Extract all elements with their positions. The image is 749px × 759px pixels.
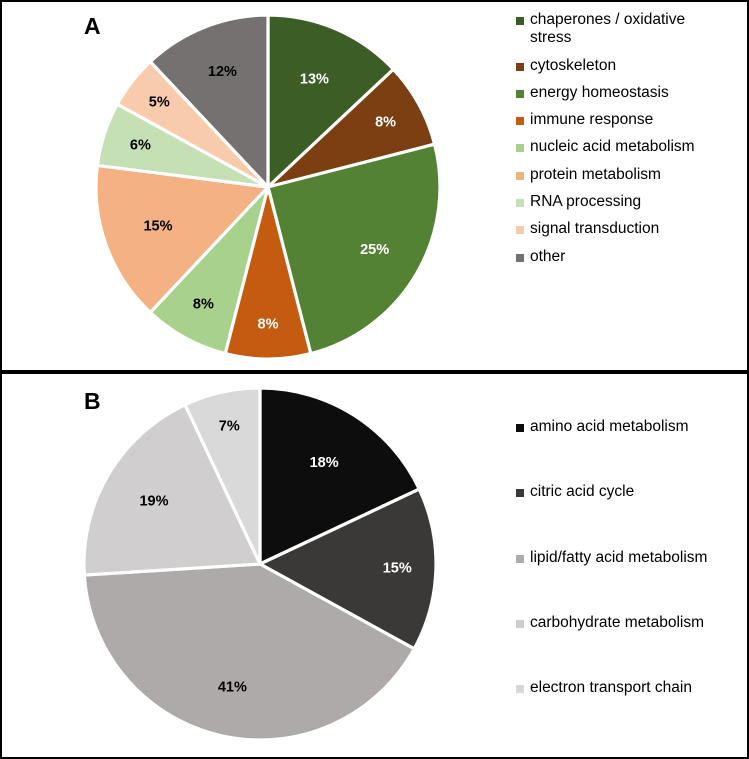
legend-swatch-icon (516, 62, 524, 71)
legend-item[interactable]: RNA processing (516, 193, 743, 211)
legend-item[interactable]: electron transport chain (516, 679, 743, 697)
legend-swatch-icon (516, 619, 524, 628)
pie-slice (266, 142, 442, 356)
pie-slice-label: 8% (193, 297, 214, 313)
pie-slice (183, 386, 262, 566)
pie-slice-label: 5% (149, 95, 170, 111)
pie-slice-label: 19% (139, 493, 168, 509)
pie-slice-label: 18% (310, 455, 339, 471)
legend-item-label: RNA processing (530, 192, 642, 210)
pie-slice-label: 8% (258, 317, 279, 333)
pie-chart-b: 18% 15% 41% 19% 7% (2, 374, 502, 757)
pie-slice (82, 403, 262, 577)
legend-item-label: other (530, 247, 566, 265)
legend-item-label: energy homeostasis (530, 83, 669, 101)
legend-item-label: protein metabolism (530, 165, 661, 183)
legend-swatch-icon (516, 17, 524, 25)
legend-item[interactable]: immune response (516, 111, 743, 129)
pie-slice (266, 13, 395, 189)
pie-slice-label: 15% (383, 560, 412, 576)
panel-b-letter: B (84, 388, 101, 414)
legend-item-label: signal transduction (530, 220, 660, 238)
legend-swatch-icon (516, 89, 524, 98)
panel-a-letter: A (84, 13, 101, 39)
legend-item[interactable]: protein metabolism (516, 166, 743, 184)
pie-slice-label: 41% (218, 680, 247, 696)
legend-swatch-icon (516, 198, 524, 207)
pie-slice (82, 562, 416, 742)
pie-slice-label: 6% (130, 138, 151, 154)
legend-swatch-icon (516, 554, 524, 563)
legend-swatch-icon (516, 489, 524, 498)
pie-slice (258, 386, 421, 566)
panel-a: A 13% 8% 25% 8% 8% 15% 6% 5% 12% chaperones / ox… (0, 0, 749, 372)
pie-slice-label: 8% (375, 114, 396, 130)
legend-item[interactable]: carbohydrate metabolism (516, 614, 743, 632)
legend-item-label: citric acid cycle (530, 483, 635, 501)
legend-item-label: nucleic acid metabolism (530, 138, 695, 156)
legend-b: amino acid metabolism citric acid cycle li… (502, 374, 747, 757)
pie-chart-a: 13% 8% 25% 8% 8% 15% 6% 5% 12% (2, 2, 502, 370)
legend-item-label: carbohydrate metabolism (530, 613, 705, 631)
legend-item[interactable]: cytoskeleton (516, 57, 743, 75)
legend-a: chaperones / oxidative stress cytoskeleto… (502, 2, 747, 370)
pie-chart-b-svg: 18% 15% 41% 19% 7% (82, 386, 438, 742)
legend-item-label: lipid/fatty acid metabolism (530, 548, 708, 566)
pie-chart-a-svg: 13% 8% 25% 8% 8% 15% 6% 5% 12% (94, 13, 442, 361)
legend-item-label: chaperones / oxidative stress (530, 11, 686, 47)
legend-item[interactable]: signal transduction (516, 220, 743, 238)
legend-item[interactable]: chaperones / oxidative stress (516, 11, 743, 48)
legend-swatch-icon (516, 253, 524, 262)
legend-item[interactable]: citric acid cycle (516, 483, 743, 501)
pie-slice (94, 163, 270, 314)
pie-slice-label: 25% (360, 242, 389, 258)
legend-item-label: cytoskeleton (530, 56, 617, 74)
legend-item[interactable]: nucleic acid metabolism (516, 138, 743, 156)
legend-swatch-icon (516, 144, 524, 153)
pie-slice (258, 487, 438, 651)
legend-swatch-icon (516, 424, 524, 432)
panel-b: B 18% 15% 41% 19% 7% amino acid metabolism ci… (0, 372, 749, 759)
pie-slice-label: 15% (143, 219, 172, 235)
legend-item[interactable]: amino acid metabolism (516, 418, 743, 436)
legend-item-label: electron transport chain (530, 679, 692, 697)
legend-swatch-icon (516, 685, 524, 694)
pie-slice (148, 13, 270, 189)
legend-item-label: immune response (530, 111, 654, 129)
legend-item[interactable]: other (516, 248, 743, 266)
pie-slice-label: 7% (219, 419, 240, 435)
legend-swatch-icon (516, 226, 524, 235)
pie-slice-label: 12% (208, 64, 237, 80)
legend-swatch-icon (516, 117, 524, 126)
legend-item-label: amino acid metabolism (530, 418, 689, 435)
legend-swatch-icon (516, 171, 524, 180)
legend-item[interactable]: lipid/fatty acid metabolism (516, 549, 743, 567)
legend-item[interactable]: energy homeostasis (516, 84, 743, 102)
pie-slice-label: 13% (300, 72, 329, 88)
